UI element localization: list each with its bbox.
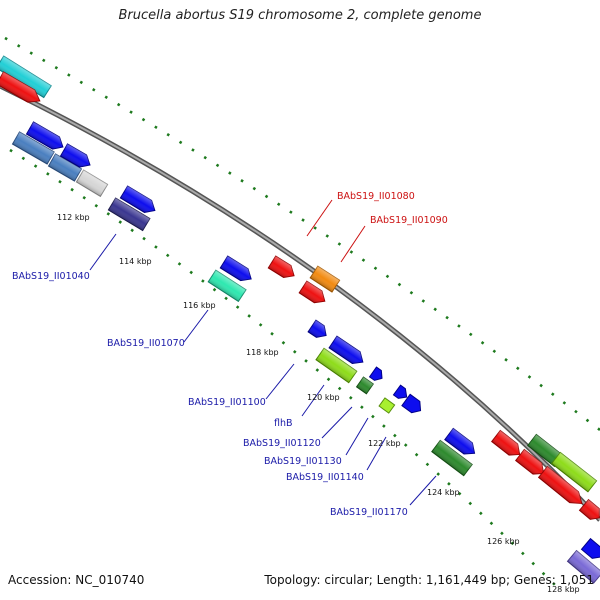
inner-tick-track [9, 148, 561, 591]
leader-babs19-ii01140 [366, 436, 387, 471]
gene-red-right-d[interactable] [578, 498, 600, 524]
leader-babs19-ii01120 [321, 406, 353, 439]
scale-label-120: 120 kbp [307, 393, 340, 402]
gene-babs19-ii01080[interactable] [267, 255, 297, 282]
scale-label-112: 112 kbp [57, 213, 90, 222]
gene-red-right-a[interactable] [490, 429, 524, 460]
gene-blue-d[interactable] [219, 255, 255, 285]
gene-blue-i[interactable] [444, 427, 479, 458]
gene-blue-a[interactable] [25, 121, 67, 153]
gene-red-top-left[interactable] [0, 71, 43, 107]
gene-babs19-ii01080b[interactable] [298, 280, 328, 307]
leader-babs19-ii01100 [265, 363, 295, 400]
gene-blue-b[interactable] [59, 143, 94, 171]
gene-blue-c[interactable] [119, 185, 158, 217]
scale-label-114: 114 kbp [119, 257, 152, 266]
gene-blue-h[interactable] [392, 384, 410, 402]
label-leader-lines [89, 199, 437, 506]
gene-grey[interactable] [75, 169, 109, 198]
gene-label-babs19-ii01080[interactable]: BAbS19_II01080 [337, 191, 415, 202]
gene-label-babs19-ii01090[interactable]: BAbS19_II01090 [370, 215, 448, 226]
leader-babs19-ii01040 [89, 233, 117, 271]
gene-blue-e[interactable] [307, 319, 330, 341]
gene-red-right-b[interactable] [514, 448, 548, 479]
gene-babs19-ii01130[interactable] [401, 393, 425, 416]
gene-babs19-ii01120[interactable] [378, 397, 396, 414]
topology-text: Topology: circular; Length: 1,161,449 bp… [264, 573, 594, 587]
gene-label-babs19-ii01070[interactable]: BAbS19_II01070 [107, 338, 185, 349]
gene-label-babs19-ii01170[interactable]: BAbS19_II01170 [330, 507, 408, 518]
gene-labels: BAbS19_II01080 BAbS19_II01090 BAbS19_II0… [12, 191, 448, 518]
gene-babs19-ii01100[interactable] [315, 347, 358, 384]
leader-babs19-ii01090 [340, 225, 366, 263]
scale-label-124: 124 kbp [427, 488, 460, 497]
gene-label-babs19-ii01120[interactable]: BAbS19_II01120 [243, 438, 321, 449]
outer-tick-track [4, 36, 600, 432]
scale-label-122: 122 kbp [368, 439, 401, 448]
gene-babs19-ii01070[interactable] [207, 269, 247, 303]
scale-label-118: 118 kbp [246, 348, 279, 357]
gene-blue-f[interactable] [328, 335, 367, 368]
scale-label-128: 128 kbp [547, 585, 580, 594]
scale-label-126: 126 kbp [487, 537, 520, 546]
leader-babs19-ii01130 [345, 417, 369, 456]
leader-babs19-ii01070 [183, 309, 209, 343]
gene-purple-bottom[interactable] [566, 549, 600, 584]
leader-flhb [301, 384, 325, 417]
kbp-scale-labels: 112 kbp 114 kbp 116 kbp 118 kbp 120 kbp … [57, 213, 580, 594]
leader-babs19-ii01170 [409, 475, 437, 506]
scale-label-116: 116 kbp [183, 301, 216, 310]
gene-label-babs19-ii01100[interactable]: BAbS19_II01100 [188, 397, 266, 408]
map-title: Brucella abortus S19 chromosome 2, compl… [118, 8, 482, 23]
gene-blue-g[interactable] [368, 366, 386, 383]
leader-babs19-ii01080 [306, 199, 333, 237]
gene-lime-right[interactable] [550, 451, 598, 493]
gene-label-flhb[interactable]: flhB [274, 418, 293, 429]
gene-flhb[interactable] [355, 376, 374, 395]
gene-babs19-ii01140[interactable] [431, 439, 473, 477]
gene-babs19-ii01090[interactable] [309, 265, 341, 293]
gene-label-babs19-ii01130[interactable]: BAbS19_II01130 [264, 456, 342, 467]
gene-blue-j[interactable] [580, 537, 600, 563]
accession-text: Accession: NC_010740 [8, 573, 145, 587]
gene-label-babs19-ii01140[interactable]: BAbS19_II01140 [286, 472, 364, 483]
gene-red-right-c[interactable] [537, 465, 587, 509]
gene-babs19-ii01040[interactable] [107, 197, 151, 232]
tick-tracks [4, 36, 600, 591]
gene-label-babs19-ii01040[interactable]: BAbS19_II01040 [12, 271, 90, 282]
gene-steelblue-a[interactable] [11, 131, 55, 165]
gene-steelblue-b[interactable] [47, 153, 83, 182]
